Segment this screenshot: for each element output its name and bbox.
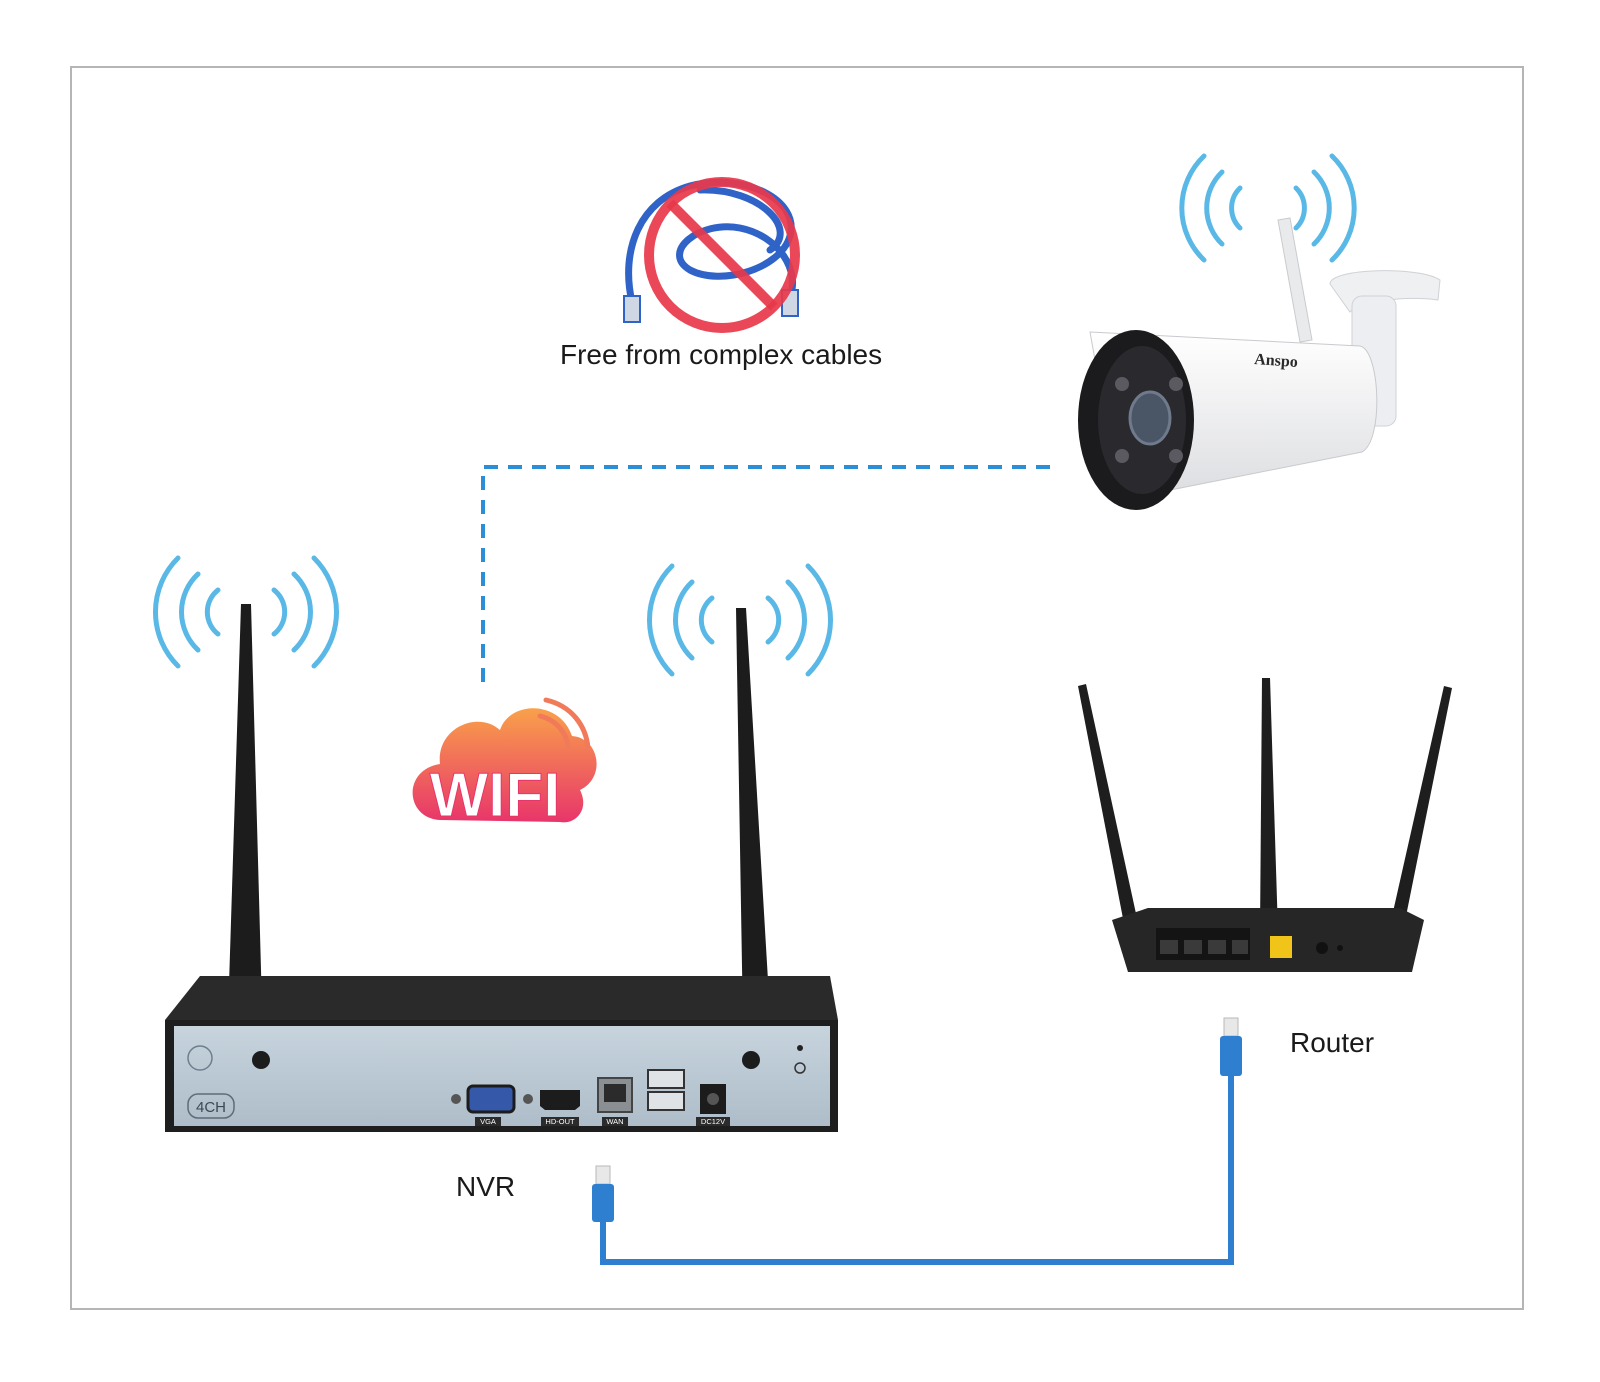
router-label: Router [1290, 1027, 1375, 1058]
rj45-plug-icon [592, 1165, 614, 1222]
ethernet-cable [592, 1017, 1242, 1265]
port-label-vga: VGA [480, 1117, 496, 1126]
rj45-plug-icon [1220, 1017, 1242, 1076]
nvr-device: 4CH VGA HD-OUT WAN DC12V [165, 976, 838, 1132]
diagram-frame [70, 66, 1524, 1310]
wifi-waves-icon [153, 153, 1357, 677]
nvr-label: NVR [456, 1171, 516, 1202]
wifi-badge-text: WIFI [430, 761, 561, 830]
no-cables-caption: Free from complex cables [560, 339, 883, 370]
port-label-hdout: HD-OUT [545, 1117, 575, 1126]
wireless-camera: Anspo [1078, 217, 1441, 510]
port-label-dc: DC12V [701, 1117, 725, 1126]
port-label-wan: WAN [606, 1117, 623, 1126]
router-device [1078, 678, 1452, 972]
no-cable-icon [623, 177, 800, 333]
wifi-cloud-icon: WIFI [412, 697, 597, 831]
nvr-antenna-left [226, 604, 264, 1092]
wireless-link-line [481, 465, 1050, 690]
nvr-channel-label: 4CH [196, 1099, 226, 1116]
nvr-antenna-right [736, 608, 774, 1096]
camera-brand-logo: Anspo [1254, 351, 1299, 371]
prohibit-icon [644, 177, 800, 333]
